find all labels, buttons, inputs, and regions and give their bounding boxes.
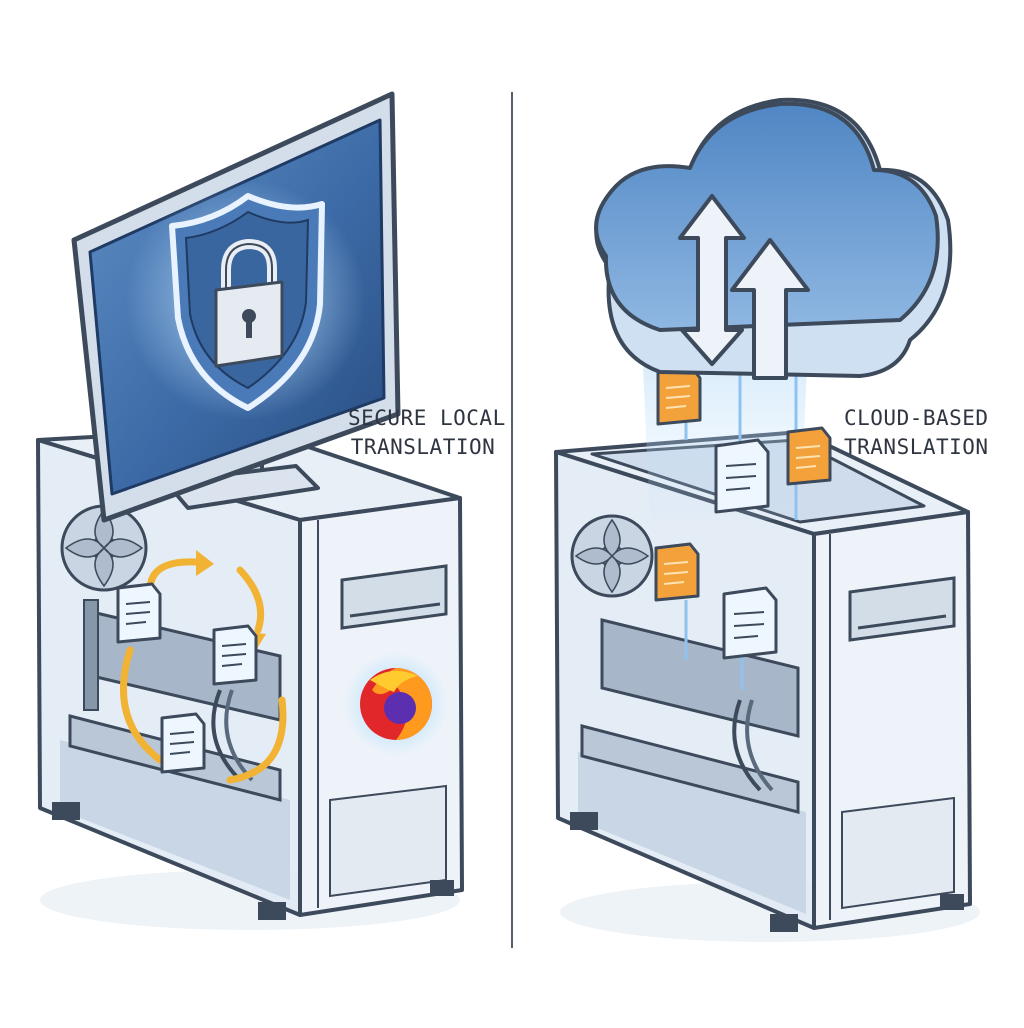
cloud-translation-caption: CLOUD-BASED TRANSLATION (844, 404, 989, 462)
document-icon (786, 426, 832, 486)
cloud-panel (554, 97, 980, 942)
document-icon (654, 542, 700, 602)
shield-lock-icon (169, 193, 325, 411)
up-down-arrows-icon (678, 194, 810, 380)
document-icon (116, 582, 162, 644)
local-caption-line2: TRANSLATION (350, 435, 496, 459)
document-icon (722, 586, 778, 660)
local-translation-caption: SECURE LOCAL TRANSLATION (348, 404, 506, 462)
document-icon (160, 712, 206, 774)
document-icon (714, 438, 770, 514)
cloud-icon (594, 97, 953, 378)
local-panel (36, 91, 464, 930)
local-caption-line1: SECURE LOCAL (348, 406, 506, 430)
document-icon (656, 366, 702, 426)
cloud-caption-line2: TRANSLATION (844, 435, 989, 459)
firefox-logo-icon (344, 652, 448, 756)
document-icon (212, 624, 258, 686)
cloud-caption-line1: CLOUD-BASED (844, 406, 989, 430)
